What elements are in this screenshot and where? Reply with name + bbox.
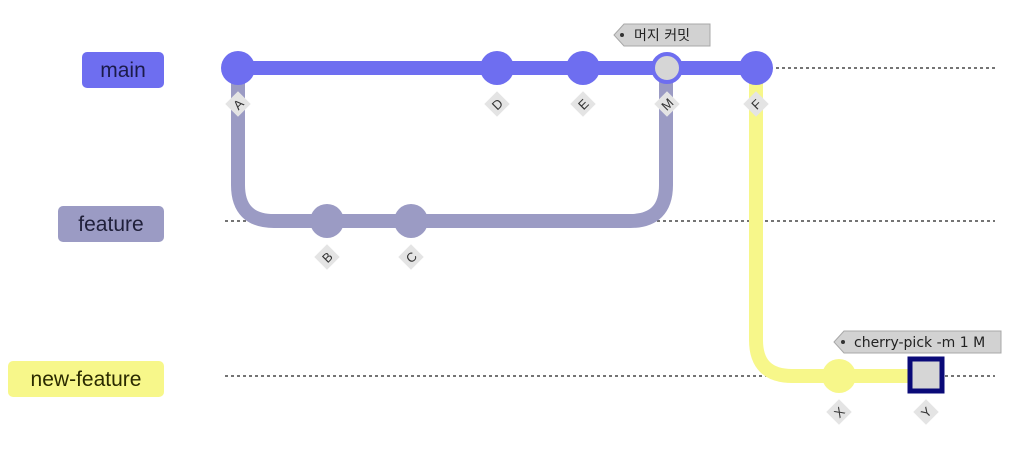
commit-Y-label-bg <box>913 399 939 425</box>
commit-C-dot <box>394 204 428 238</box>
commit-E-dot <box>566 51 600 85</box>
commit-B-dot <box>310 204 344 238</box>
new-feature-branch-path <box>749 61 933 383</box>
commit-B-label: B <box>314 244 340 270</box>
commit-M[interactable]: M <box>651 52 683 117</box>
tag-cherry-pick-hole <box>841 340 845 344</box>
tag-cherry-pick[interactable]: cherry-pick -m 1 M <box>833 330 1002 354</box>
tag-cherry-pick-text: cherry-pick -m 1 M <box>854 335 985 351</box>
tag-merge-commit-text: 머지 커밋 <box>634 28 690 44</box>
branch-label-new-feature-text: new-feature <box>31 368 142 391</box>
commit-F-label: F <box>743 91 769 117</box>
commit-C-label-bg <box>398 244 424 270</box>
commit-M-label: M <box>654 91 680 117</box>
commit-D-dot <box>480 51 514 85</box>
commit-D-label: D <box>484 91 510 117</box>
branch-label-new-feature[interactable]: new-feature <box>8 361 164 397</box>
branch-label-main-bg <box>82 52 164 88</box>
commit-Y-highlight-square <box>907 356 945 394</box>
commit-B[interactable]: B <box>310 204 344 270</box>
commit-C[interactable]: C <box>394 204 428 270</box>
commit-E-label: E <box>570 91 596 117</box>
commit-A-dot <box>221 51 255 85</box>
commit-M-label-bg <box>654 91 680 117</box>
commit-X-label-bg <box>826 399 852 425</box>
commit-F-dot <box>739 51 773 85</box>
commit-Y-label: Y <box>913 399 939 425</box>
commit-E-label-bg <box>570 91 596 117</box>
commit-X-label: X <box>826 399 852 425</box>
feature-branch-path <box>231 61 673 228</box>
tag-merge-commit-hole <box>620 33 624 37</box>
commit-X[interactable]: X <box>822 359 856 425</box>
tag-cherry-pick-shape <box>833 330 1002 354</box>
commit-F-label-bg <box>743 91 769 117</box>
commit-E[interactable]: E <box>566 51 600 117</box>
tag-merge-commit[interactable]: 머지 커밋 <box>613 23 711 47</box>
branch-label-feature-bg <box>58 206 164 242</box>
branch-label-feature-text: feature <box>78 213 143 236</box>
commit-X-dot <box>822 359 856 393</box>
commit-F[interactable]: F <box>739 51 773 117</box>
branch-label-main-text: main <box>100 59 146 82</box>
commit-A[interactable]: A <box>221 51 255 117</box>
commit-B-label-bg <box>314 244 340 270</box>
branch-label-main[interactable]: main <box>82 52 164 88</box>
tag-merge-commit-shape <box>613 23 711 47</box>
commit-M-dot <box>651 52 683 84</box>
commit-D[interactable]: D <box>480 51 514 117</box>
commit-C-label: C <box>398 244 424 270</box>
commit-D-label-bg <box>484 91 510 117</box>
branch-label-feature[interactable]: feature <box>58 206 164 242</box>
commit-A-label: A <box>225 91 251 117</box>
branch-label-new-feature-bg <box>8 361 164 397</box>
commit-Y[interactable]: Y <box>907 356 945 425</box>
